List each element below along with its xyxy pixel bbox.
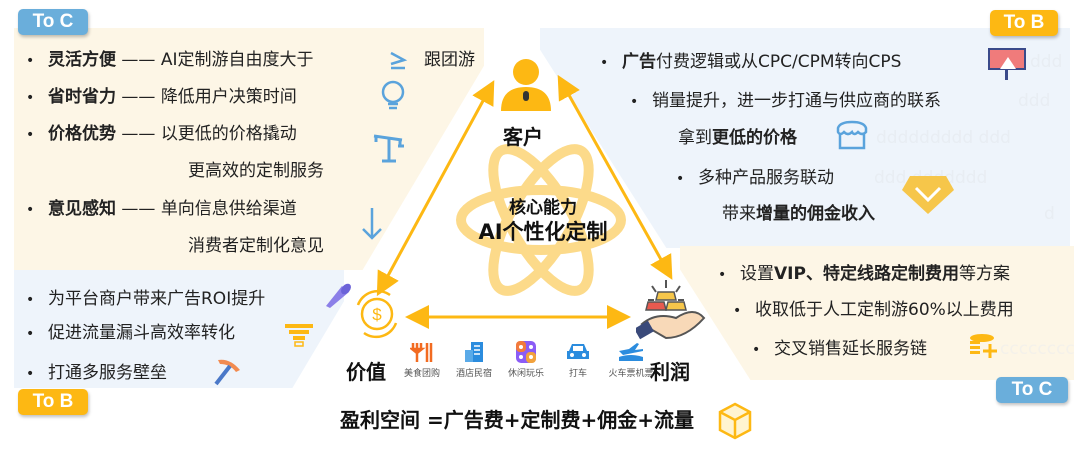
service-leisure: 休闲玩乐 bbox=[498, 341, 554, 379]
greater-equal-icon bbox=[390, 51, 408, 70]
to-c-right-item: •收取低于人工定制游60%以上费用 bbox=[733, 300, 1014, 320]
tag-to-b-top-right: To B bbox=[990, 10, 1058, 36]
plane-train-icon bbox=[619, 343, 643, 361]
fork-knife-icon bbox=[410, 343, 433, 362]
megaphone-icon bbox=[326, 283, 351, 308]
tag-to-c-bottom-right: To C bbox=[996, 377, 1068, 403]
gold-hand-icon bbox=[636, 280, 706, 340]
to-c-right-item: •交叉销售延长服务链 bbox=[752, 339, 927, 359]
tag-to-c-top-left: To C bbox=[18, 9, 88, 35]
core-capability: 核心能力 AI个性化定制 bbox=[468, 197, 618, 245]
service-transport: 火车票机票 bbox=[600, 341, 662, 379]
billboard-icon bbox=[988, 48, 1026, 80]
service-taxi: 打车 bbox=[550, 341, 606, 379]
to-c-item: •灵活方便 —— AI定制游自由度大于 bbox=[26, 50, 314, 70]
profit-formula: 盈利空间 =广告费+定制费+佣金+流量 bbox=[340, 408, 694, 432]
leisure-grid-icon bbox=[516, 341, 536, 363]
service-food: 美食团购 bbox=[394, 341, 450, 379]
to-b-left-panel bbox=[14, 270, 344, 388]
building-icon bbox=[465, 342, 483, 362]
to-c-item: •价格优势 —— 以更低的价格撬动 bbox=[26, 124, 297, 144]
to-c-item-continuation: 更高效的定制服务 bbox=[188, 161, 324, 181]
to-b-right-item-continuation: 拿到更低的价格 bbox=[678, 128, 797, 148]
to-b-right-item-continuation: 带来增量的佣金收入 bbox=[722, 204, 875, 224]
value-label: 价值 bbox=[346, 360, 386, 384]
customer-icon bbox=[501, 59, 551, 111]
diamond-icon bbox=[902, 176, 954, 214]
atom-icon bbox=[456, 144, 626, 296]
service-hotel: 酒店民宿 bbox=[446, 341, 502, 379]
car-icon bbox=[567, 344, 589, 359]
lightbulb-icon bbox=[381, 80, 405, 110]
coins-plus-icon bbox=[970, 334, 997, 358]
to-c-right-panel bbox=[680, 246, 1074, 380]
pickaxe-icon bbox=[214, 359, 240, 386]
down-arrow-icon bbox=[362, 208, 382, 240]
customer-label: 客户 bbox=[503, 125, 543, 149]
store-icon bbox=[836, 120, 868, 150]
tag-to-b-bottom-left: To B bbox=[18, 389, 88, 415]
core-title: 核心能力 bbox=[509, 198, 577, 218]
profit-label: 利润 bbox=[650, 360, 690, 384]
to-b-right-item: •多种产品服务联动 bbox=[676, 168, 834, 188]
to-c-item: •省时省力 —— 降低用户决策时间 bbox=[26, 87, 297, 107]
to-b-item: •促进流量漏斗高效率转化 bbox=[26, 323, 235, 343]
to-c-right-item: •设置VIP、特定线路定制费用等方案 bbox=[718, 264, 1010, 284]
to-b-item: •为平台商户带来广告ROI提升 bbox=[26, 289, 266, 309]
funnel-icon bbox=[285, 324, 313, 347]
lever-icon bbox=[373, 134, 404, 163]
svg-text:$: $ bbox=[372, 305, 382, 324]
box-icon bbox=[718, 402, 752, 440]
to-c-item-continuation: 消费者定制化意见 bbox=[188, 236, 324, 256]
to-b-item: •打通多服务壁垒 bbox=[26, 363, 167, 383]
to-b-right-item: •广告付费逻辑或从CPC/CPM转向CPS bbox=[600, 52, 902, 72]
to-b-right-item: •销量提升，进一步打通与供应商的联系 bbox=[630, 91, 941, 111]
to-c-item-suffix: 跟团游 bbox=[424, 50, 475, 70]
to-c-item: •意见感知 —— 单向信息供给渠道 bbox=[26, 199, 297, 219]
core-subtitle: AI个性化定制 bbox=[478, 220, 608, 244]
dollar-cycle-icon: $ bbox=[356, 289, 398, 339]
